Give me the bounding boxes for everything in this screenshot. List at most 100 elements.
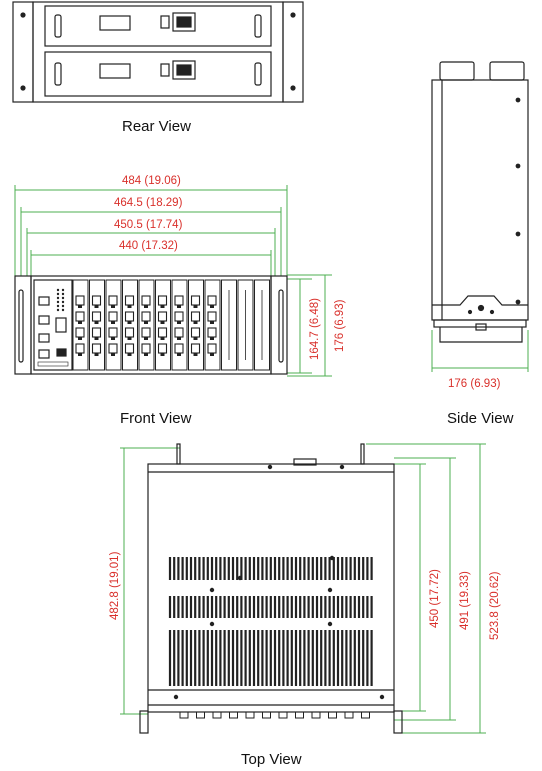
connector: [262, 711, 271, 719]
led-dot: [56, 292, 60, 296]
port-latch: [160, 353, 165, 356]
led-dot: [61, 296, 65, 300]
port-latch: [111, 321, 115, 324]
front-dim-w1: 484 (19.06): [122, 175, 181, 187]
led-dot: [56, 288, 60, 292]
port-icon: [174, 327, 184, 338]
connector: [278, 711, 288, 719]
port-icon: [207, 311, 217, 322]
port-latch: [94, 305, 99, 308]
port-latch: [111, 337, 115, 340]
module-slot: [72, 279, 89, 371]
status-leds: [56, 288, 65, 312]
port-icon: [108, 311, 118, 322]
port-latch: [177, 337, 181, 340]
connector: [179, 711, 189, 719]
port-icon: [157, 343, 168, 354]
port-icon: [91, 343, 102, 354]
port-latch: [160, 337, 165, 340]
top-view-dimensions: [120, 443, 486, 734]
connector: [196, 711, 205, 719]
port-latch: [193, 353, 198, 356]
module-slot: [237, 279, 254, 371]
port-latch: [78, 321, 82, 324]
port-icon: [157, 311, 168, 322]
port-latch: [144, 353, 148, 356]
port-icon: [174, 295, 184, 306]
module-slot: [155, 279, 171, 371]
module-slot: [188, 279, 204, 371]
port-latch: [177, 353, 181, 356]
side-view-drawing: [431, 61, 529, 343]
port-latch: [144, 337, 148, 340]
port-latch: [210, 353, 214, 356]
module-slot: [204, 279, 221, 371]
port-latch: [111, 353, 115, 356]
front-dim-w3: 450.5 (17.74): [114, 219, 183, 231]
port-icon: [124, 327, 135, 338]
connector: [295, 711, 304, 719]
port-icon: [91, 311, 102, 322]
port-latch: [210, 321, 214, 324]
led-dot: [56, 296, 60, 300]
front-view-label: Front View: [120, 410, 192, 427]
module-slot: [122, 279, 138, 371]
port-icon: [91, 295, 102, 306]
port-icon: [190, 343, 201, 354]
port-latch: [94, 337, 99, 340]
module-slots: [72, 279, 270, 371]
port-icon: [157, 295, 168, 306]
connector: [245, 711, 255, 719]
port-icon: [108, 327, 118, 338]
module-slot: [89, 279, 105, 371]
port-icon: [124, 343, 135, 354]
front-dim-h2: 176 (6.93): [334, 299, 346, 352]
port-latch: [111, 305, 115, 308]
port-latch: [78, 353, 82, 356]
port-latch: [177, 321, 181, 324]
port-latch: [78, 305, 82, 308]
port-latch: [160, 305, 165, 308]
rear-view-drawing: [12, 1, 304, 103]
port-icon: [75, 343, 85, 354]
side-view-label: Side View: [447, 410, 514, 427]
connector: [229, 711, 238, 719]
port-latch: [210, 337, 214, 340]
front-dim-w4: 440 (17.32): [119, 240, 178, 252]
module-slot: [105, 279, 122, 371]
side-view-dimension: [431, 330, 529, 372]
module-slot: [138, 279, 155, 371]
port-icon: [108, 343, 118, 354]
top-view-drawing: [139, 443, 403, 734]
port-latch: [94, 353, 99, 356]
port-icon: [124, 295, 135, 306]
top-dim-h1: 482.8 (19.01): [109, 551, 121, 620]
port-icon: [207, 343, 217, 354]
port-icon: [75, 311, 85, 322]
port-latch: [127, 305, 132, 308]
port-latch: [127, 321, 132, 324]
port-latch: [210, 305, 214, 308]
front-connectors: [179, 711, 370, 719]
port-latch: [78, 337, 82, 340]
port-icon: [174, 343, 184, 354]
port-latch: [144, 305, 148, 308]
port-latch: [193, 305, 198, 308]
module-slot: [221, 279, 237, 371]
top-dim-h4: 523.8 (20.62): [489, 571, 501, 640]
port-icon: [124, 311, 135, 322]
led-dot: [61, 288, 65, 292]
port-icon: [141, 295, 151, 306]
port-latch: [177, 305, 181, 308]
connector: [311, 711, 321, 719]
port-latch: [127, 337, 132, 340]
port-icon: [157, 327, 168, 338]
led-dot: [61, 304, 65, 308]
connector: [212, 711, 222, 719]
port-latch: [144, 321, 148, 324]
port-icon: [207, 327, 217, 338]
module-slot: [171, 279, 188, 371]
module-slot: [254, 279, 270, 371]
port-icon: [75, 327, 85, 338]
port-latch: [193, 321, 198, 324]
